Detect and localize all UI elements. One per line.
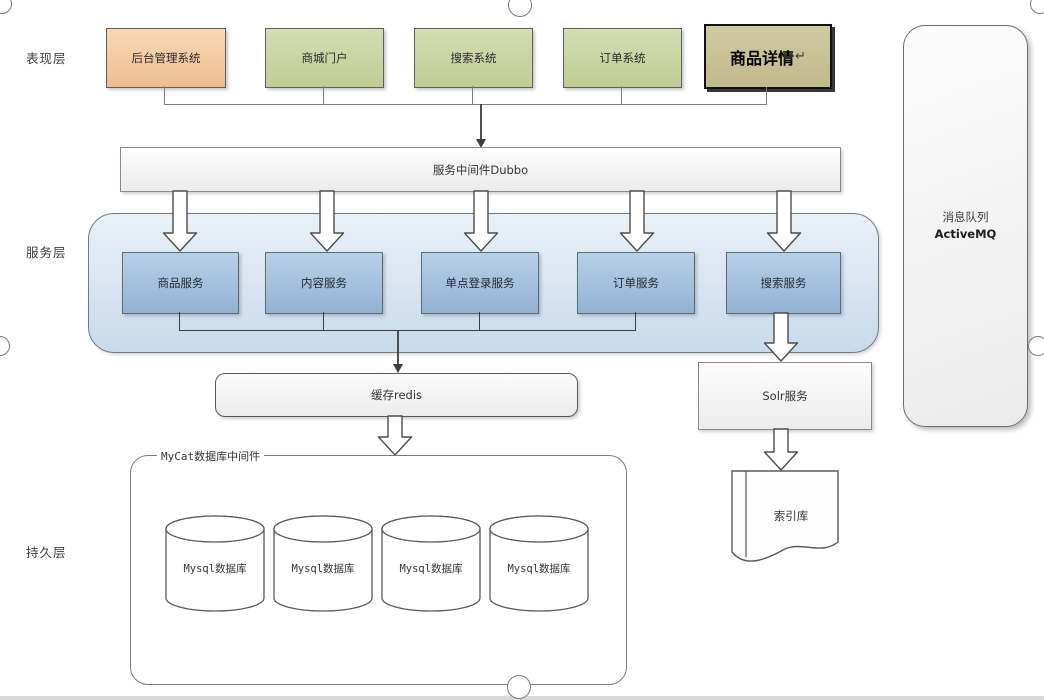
block-arrow-down-icon[interactable] <box>763 312 799 362</box>
layer-label-service: 服务层 <box>26 245 67 260</box>
connector-stub <box>479 312 480 330</box>
node-mysql-db-1[interactable]: Mysql数据库 <box>165 515 265 612</box>
node-mysql-db-2[interactable]: Mysql数据库 <box>273 515 373 612</box>
node-search-system[interactable]: 搜索系统 <box>414 28 533 88</box>
return-mark-icon: ↵ <box>795 49 806 64</box>
connector-stub <box>635 312 636 330</box>
node-redis-cache[interactable]: 缓存redis <box>215 373 578 417</box>
node-mysql-db-4[interactable]: Mysql数据库 <box>489 515 589 612</box>
node-sso-service[interactable]: 单点登录服务 <box>421 252 539 314</box>
mysql-db-label: Mysql数据库 <box>291 562 354 575</box>
block-arrow-down-icon[interactable] <box>619 190 655 252</box>
node-index-store[interactable]: 索引库 <box>731 470 839 564</box>
node-order-service[interactable]: 订单服务 <box>577 252 695 314</box>
node-search-service[interactable]: 搜索服务 <box>726 252 841 314</box>
node-product-detail[interactable]: 商品详情↵ <box>704 24 832 89</box>
node-solr-service[interactable]: Solr服务 <box>698 362 872 430</box>
mysql-db-label: Mysql数据库 <box>399 562 462 575</box>
activemq-label-line2: ActiveMQ <box>934 227 997 241</box>
activemq-label-line1: 消息队列 <box>942 210 989 224</box>
index-store-label: 索引库 <box>774 509 809 523</box>
node-product-detail-label: 商品详情 <box>730 48 795 68</box>
connector-stub <box>472 86 473 104</box>
arrow-to-redis <box>393 330 403 373</box>
node-dubbo-middleware[interactable]: 服务中间件Dubbo <box>120 147 841 192</box>
connector-bus-top <box>164 104 767 105</box>
node-admin-system[interactable]: 后台管理系统 <box>106 28 226 88</box>
node-activemq-queue[interactable]: 消息队列 ActiveMQ <box>903 25 1028 427</box>
connector-stub <box>323 312 324 330</box>
connector-stub <box>766 87 767 104</box>
page-handle[interactable] <box>1030 0 1044 14</box>
block-arrow-down-icon[interactable] <box>763 428 799 471</box>
block-arrow-down-icon[interactable] <box>162 190 198 252</box>
block-arrow-down-icon[interactable] <box>377 415 413 456</box>
page-handle[interactable] <box>507 675 531 699</box>
page-handle[interactable] <box>0 336 10 356</box>
layer-label-persistence: 持久层 <box>26 545 67 560</box>
node-mall-portal[interactable]: 商城门户 <box>265 28 384 88</box>
mysql-db-label: Mysql数据库 <box>507 562 570 575</box>
page-handle[interactable] <box>0 0 12 14</box>
connector-stub <box>164 86 165 104</box>
block-arrow-down-icon[interactable] <box>463 190 499 252</box>
connector-bus-services <box>179 330 636 331</box>
block-arrow-down-icon[interactable] <box>309 190 345 252</box>
node-product-service[interactable]: 商品服务 <box>122 252 239 314</box>
block-arrow-down-icon[interactable] <box>766 190 802 252</box>
arrow-to-dubbo <box>476 104 486 148</box>
connector-stub <box>179 312 180 330</box>
mycat-group-label: MyCat数据库中间件 <box>157 448 265 464</box>
mysql-db-label: Mysql数据库 <box>183 562 246 575</box>
node-order-system[interactable]: 订单系统 <box>563 28 682 88</box>
connector-stub <box>621 86 622 104</box>
layer-label-presentation: 表现层 <box>26 51 67 66</box>
connector-stub <box>323 86 324 104</box>
node-content-service[interactable]: 内容服务 <box>265 252 383 314</box>
node-mysql-db-3[interactable]: Mysql数据库 <box>381 515 481 612</box>
page-handle[interactable] <box>508 0 532 17</box>
page-handle[interactable] <box>1028 336 1044 356</box>
